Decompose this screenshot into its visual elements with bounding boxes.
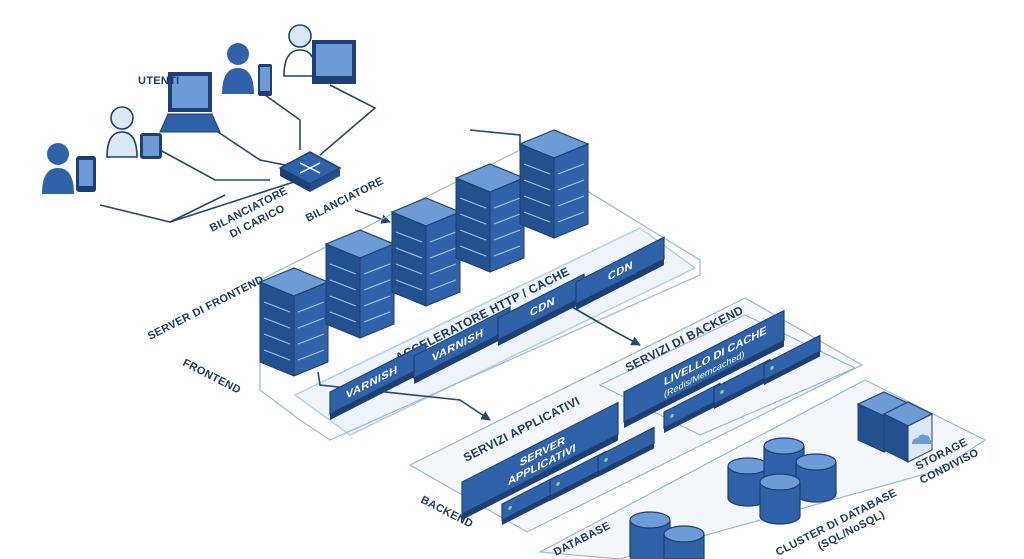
database-icon: [663, 525, 705, 559]
server-rack-icon: [258, 267, 330, 377]
app-node: [597, 426, 655, 477]
storage-icon: [856, 391, 934, 463]
app-node: [549, 450, 607, 501]
database-icon: [795, 453, 837, 503]
user-connectors: [99, 84, 391, 224]
cdn-node: CDN: [575, 236, 665, 310]
user-person-icon: [222, 43, 272, 96]
server-rack-icon: [454, 163, 526, 273]
cache-node: [763, 334, 821, 385]
frontend-label: FRONTEND: [181, 357, 243, 397]
users-group: UTENTI: [42, 24, 356, 194]
frontend-servers-label: SERVER DI FRONTEND: [146, 274, 266, 343]
database-icon: [727, 457, 769, 507]
users-label: UTENTI: [138, 75, 180, 87]
arrows-cross-icon: [299, 162, 321, 174]
user-person-icon: [106, 106, 162, 159]
server-rack-icon: [518, 129, 590, 239]
database-icon: [759, 473, 801, 525]
server-rack-icon: [390, 197, 462, 307]
user-person-icon: [42, 143, 96, 194]
frontend-servers: SERVER DI FRONTEND FRONTEND: [146, 129, 590, 397]
load-balancer: BILANCIATORE DI CARICO BILANCIATORE: [208, 151, 386, 241]
laptop-icon: [159, 72, 221, 133]
server-rack-icon: [324, 229, 396, 339]
cloud-icon: [912, 434, 933, 444]
user-person-icon: [283, 24, 356, 84]
cache-node: [713, 358, 771, 409]
